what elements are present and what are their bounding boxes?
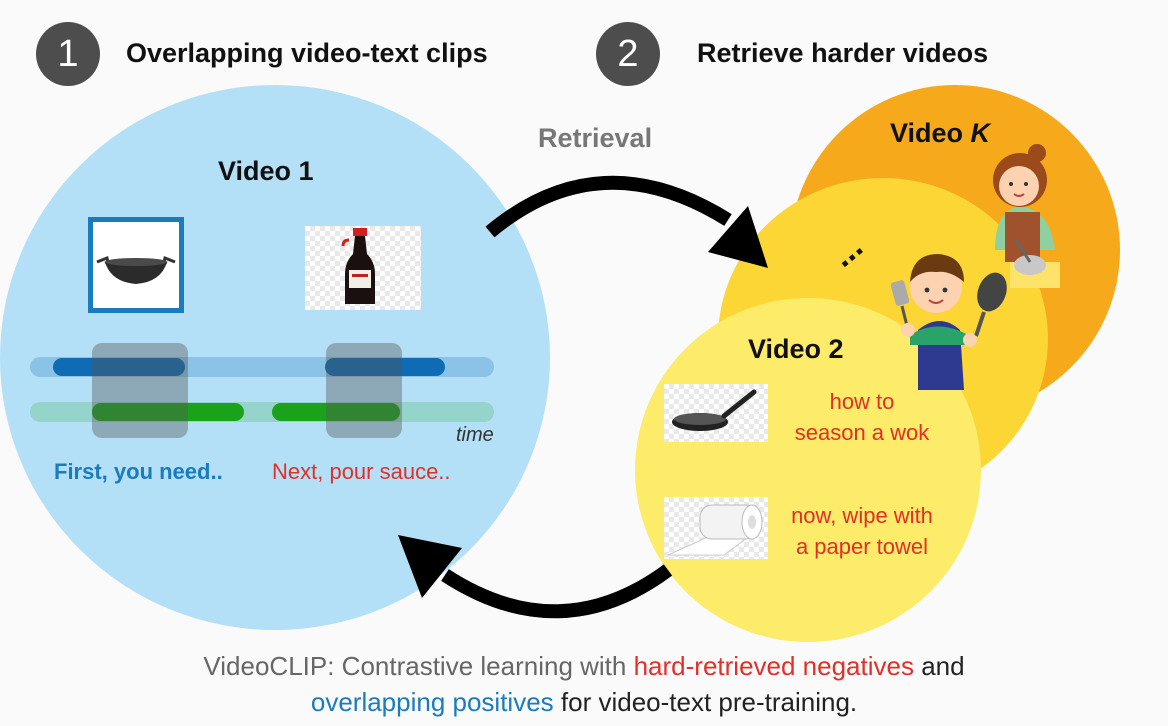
video2-title: Video 2 — [748, 334, 844, 364]
negative-text-2: now, wipe with a paper towel — [770, 500, 954, 562]
wok-icon — [96, 255, 176, 284]
paper-towel-thumbnail — [664, 497, 768, 559]
frying-pan-icon — [672, 389, 757, 431]
time-label: time — [456, 424, 494, 446]
figure-caption: VideoCLIP: Contrastive learning with har… — [0, 648, 1168, 720]
step-2-badge: 2 — [596, 22, 660, 86]
step-2-title: Retrieve harder videos — [697, 38, 989, 68]
overlap-box-2 — [326, 343, 402, 438]
videok-title-var: K — [970, 118, 991, 148]
retrieval-label: Retrieval — [538, 123, 653, 153]
paper-towel-icon — [667, 504, 763, 556]
caption-line-1: VideoCLIP: Contrastive learning with har… — [0, 648, 1168, 684]
video-clip-1 — [53, 358, 185, 376]
video-clip-2 — [325, 358, 445, 376]
caption-next: Next, pour sauce.. — [272, 459, 451, 484]
text-clip-2 — [272, 403, 400, 421]
step-1-badge: 1 — [36, 22, 100, 86]
step-1-title: Overlapping video-text clips — [126, 38, 488, 68]
caption-hard-negatives: hard-retrieved negatives — [633, 651, 914, 681]
video1-circle — [0, 85, 550, 630]
soy-sauce-thumbnail — [305, 226, 421, 310]
retrieval-arrowhead — [708, 206, 768, 268]
wok-thumbnail — [88, 217, 184, 313]
negative-text-2-line1: now, wipe with — [791, 503, 933, 528]
negative-text-1: how to season a wok — [770, 386, 954, 448]
frying-pan-thumbnail — [664, 384, 768, 442]
negative-text-1-line2: season a wok — [794, 420, 930, 445]
return-arrow-icon — [441, 564, 673, 619]
video1-title: Video 1 — [218, 156, 314, 186]
caption-overlapping-positives: overlapping positives — [310, 687, 554, 717]
retrieval-arrow-icon — [485, 175, 732, 238]
text-clip-1 — [92, 403, 244, 421]
caption-part-5: for video-text pre-training. — [553, 687, 858, 717]
caption-part-3: and — [913, 651, 965, 681]
overlap-box-1 — [92, 343, 188, 438]
caption-part-1: VideoCLIP: Contrastive learning with — [203, 651, 634, 681]
negative-text-1-line1: how to — [829, 389, 895, 414]
videok-title: Video K — [890, 118, 990, 149]
return-arrowhead — [398, 535, 462, 598]
negative-text-2-line2: a paper towel — [795, 534, 929, 559]
caption-first: First, you need.. — [54, 459, 223, 484]
soy-sauce-bottle-icon — [341, 228, 375, 304]
videok-title-prefix: Video — [890, 118, 971, 148]
caption-line-2: overlapping positives for video-text pre… — [0, 684, 1168, 720]
